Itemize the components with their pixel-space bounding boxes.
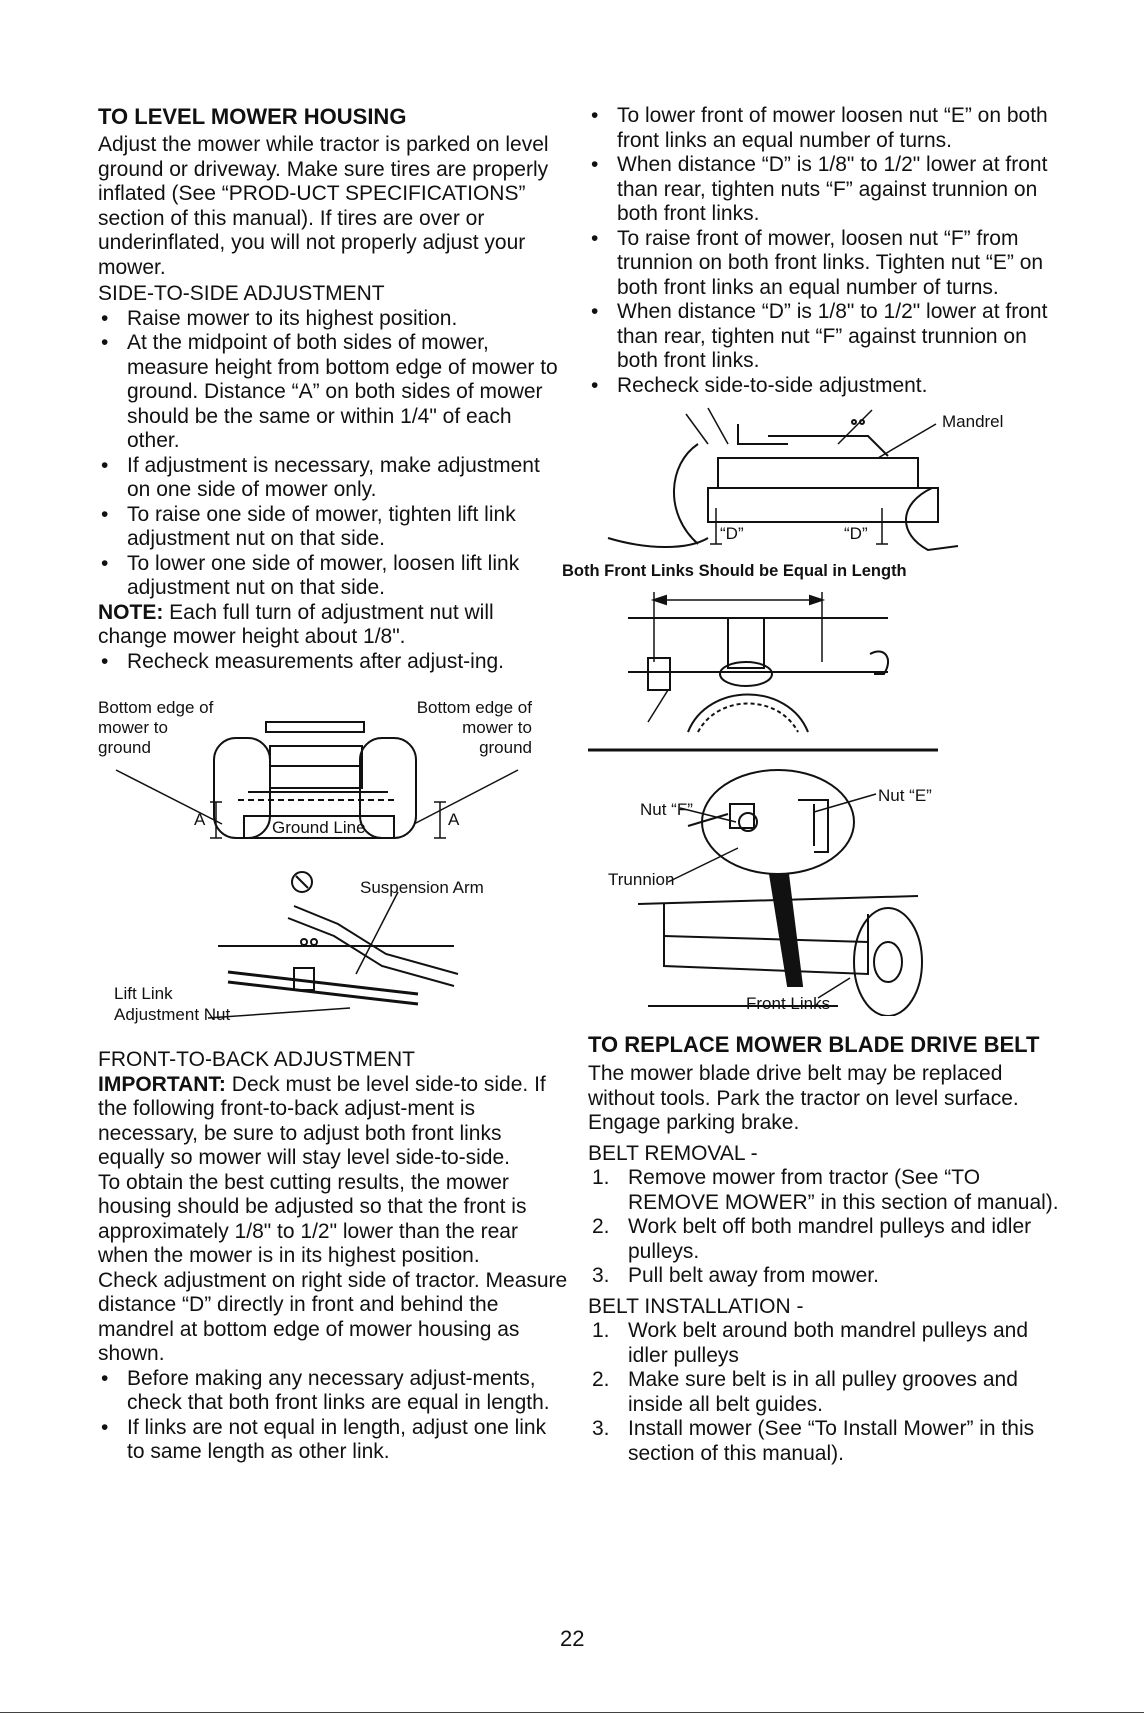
important-label: IMPORTANT: [98,1072,226,1096]
recheck-list: Recheck measurements after adjust-ing. [98,650,568,675]
front-adjust-list: To lower front of mower loosen nut “E” o… [588,104,1060,398]
list-item: 3.Install mower (See “To Install Mower” … [592,1417,1035,1465]
important-text: Deck must be level side-to side. If the … [98,1072,546,1170]
nut-e-label: Nut “E” [878,786,932,805]
list-item: 1.Work belt around both mandrel pulleys … [592,1319,1029,1367]
level-mower-heading: TO LEVEL MOWER HOUSING [98,104,407,129]
right-leader [413,769,519,825]
list-item: To lower front of mower loosen nut “E” o… [588,104,1060,153]
best-results-paragraph: To obtain the best cutting results, the … [98,1170,527,1268]
suspension-arm-label: Suspension Arm [360,878,484,897]
note-label: NOTE: [98,600,164,624]
adjustment-nut-label: Adjustment Nut [114,1005,231,1024]
list-item: 2.Work belt off both mandrel pulleys and… [592,1215,1032,1263]
mandrel-drawing [607,407,959,552]
trunnion-leader [667,847,739,883]
list-item: 3.Pull belt away from mower. [592,1264,879,1287]
replace-belt-heading: TO REPLACE MOWER BLADE DRIVE BELT [588,1032,1040,1057]
list-item: If links are not equal in length, adjust… [98,1416,568,1465]
list-item: At the midpoint of both sides of mower, … [98,331,568,454]
check-adjustment-paragraph: Check adjustment on right side of tracto… [98,1268,568,1366]
ground-line-label: Ground Line [272,818,366,837]
suspension-arm-drawing [207,871,459,1019]
list-item: Before making any necessary adjust-ments… [98,1367,568,1416]
king-pin [727,617,765,669]
ground-line-box [243,815,395,839]
ground-line-drawing [115,721,519,839]
bottom-rule [0,1712,1144,1713]
right-tire [359,737,417,839]
list-item: When distance “D” is 1/8" to 1/2" lower … [588,300,1060,374]
mandrel-figure: Mandrel “D” “D” [588,404,1060,554]
note-text: Each full turn of adjustment nut will ch… [98,600,494,649]
list-item: To raise one side of mower, tighten lift… [98,503,568,552]
side-to-side-heading: SIDE-TO-SIDE ADJUSTMENT [98,282,385,305]
important-paragraph: IMPORTANT: Deck must be level side-to si… [98,1073,568,1171]
lift-link-label: Lift Link [114,984,173,1003]
suspension-arm-figure: Suspension Arm Lift Link Adjustment Nut [98,862,568,1024]
left-edge-label-3: ground [98,738,151,757]
removal-steps: 1.Remove mower from tractor (See “TO REM… [588,1166,1060,1289]
front-links-figure: Both Front Links Should be Equal in Leng… [562,562,1060,762]
list-item: To raise front of mower, loosen nut “F” … [588,227,1060,301]
belt-removal-heading: BELT REMOVAL - [588,1141,758,1165]
right-edge-label-2: mower to [462,718,532,737]
list-item: 1.Remove mower from tractor (See “TO REM… [592,1166,1059,1214]
nut-e-leader [813,793,877,813]
trunnion-drawing [637,769,923,1016]
list-item: If adjustment is necessary, make adjustm… [98,454,568,503]
list-item: 2.Make sure belt is in all pulley groove… [592,1368,1018,1416]
trunnion-figure: Nut “F” Nut “E” Trunnion Front Links [588,766,1060,1016]
mandrel-label: Mandrel [942,412,1004,431]
mandrel-leader [877,423,937,459]
note-paragraph: NOTE: Each full turn of adjustment nut w… [98,601,568,650]
trunnion-label: Trunnion [608,870,675,889]
front-to-back-heading: FRONT-TO-BACK ADJUSTMENT [98,1048,415,1071]
list-item: Recheck side-to-side adjustment. [588,374,1060,399]
nut-f-leader [679,807,737,823]
list-item: Raise mower to its highest position. [98,307,568,332]
list-item: When distance “D” is 1/8" to 1/2" lower … [588,153,1060,227]
distance-d-left: “D” [720,524,744,543]
deck-front [707,487,939,523]
belt-installation-heading: BELT INSTALLATION - [588,1294,804,1318]
front-links-label: Front Links [746,994,831,1013]
list-item: Recheck measurements after adjust-ing. [98,650,568,675]
installation-steps: 1.Work belt around both mandrel pulleys … [588,1319,1060,1466]
right-edge-label-3: ground [479,738,532,757]
left-column: TO LEVEL MOWER HOUSING Adjust the mower … [98,104,568,1465]
distance-a-left: A [194,810,206,829]
left-leader [115,769,223,825]
magnifier-circle [701,769,855,875]
right-column: To lower front of mower loosen nut “E” o… [562,104,1060,1466]
right-edge-label-1: Bottom edge of [416,698,532,717]
belt-intro: The mower blade drive belt may be replac… [588,1062,1019,1134]
deck-top [265,721,365,733]
level-intro: Adjust the mower while tractor is parked… [98,133,549,279]
front-links-drawing [588,592,938,752]
page-number: 22 [560,1626,585,1651]
left-tire [213,737,271,839]
ground-line-figure: Bottom edge of mower to ground Bottom ed… [98,698,568,852]
left-edge-label-1: Bottom edge of [98,698,214,717]
mower-body [717,457,919,489]
left-edge-label-2: mower to [98,718,168,737]
front-tire [853,907,923,1016]
front-links-caption: Both Front Links Should be Equal in Leng… [562,562,907,580]
distance-d-right: “D” [844,524,868,543]
distance-a-right: A [448,810,460,829]
nut-f-label: Nut “F” [640,800,693,819]
side-to-side-list: Raise mower to its highest position. At … [98,307,568,601]
front-links-list: Before making any necessary adjust-ments… [98,1367,568,1465]
list-item: To lower one side of mower, loosen lift … [98,552,568,601]
